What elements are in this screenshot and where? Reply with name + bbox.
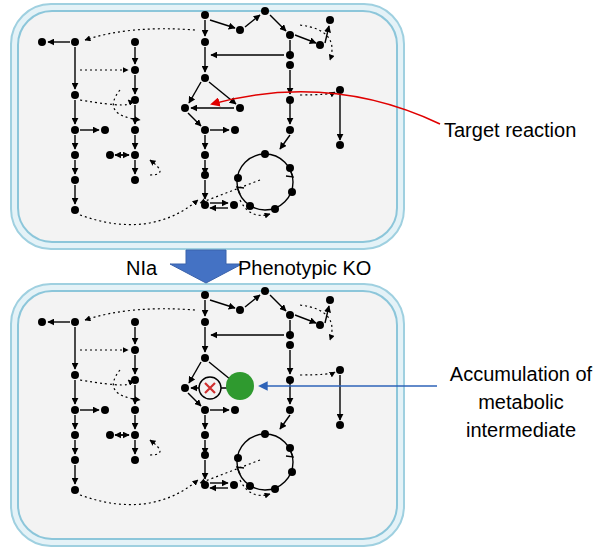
knockout-circle — [199, 377, 221, 399]
cell-outer — [11, 4, 404, 249]
callout-label: Accumulation of metabolic intermediate — [440, 360, 602, 444]
knockout-cross — [205, 383, 215, 393]
cell-outer — [11, 284, 404, 546]
leader-arrow — [260, 385, 437, 387]
callout-label: Target reaction — [444, 116, 604, 144]
metabolic-network — [38, 7, 344, 225]
transition-arrow — [170, 250, 242, 283]
metabolic-network — [38, 287, 344, 505]
leader-arrow — [212, 92, 440, 124]
accumulated-metabolite — [226, 372, 254, 400]
method-label: NIa — [126, 254, 176, 282]
method-label: Phenotypic KO — [238, 254, 398, 282]
